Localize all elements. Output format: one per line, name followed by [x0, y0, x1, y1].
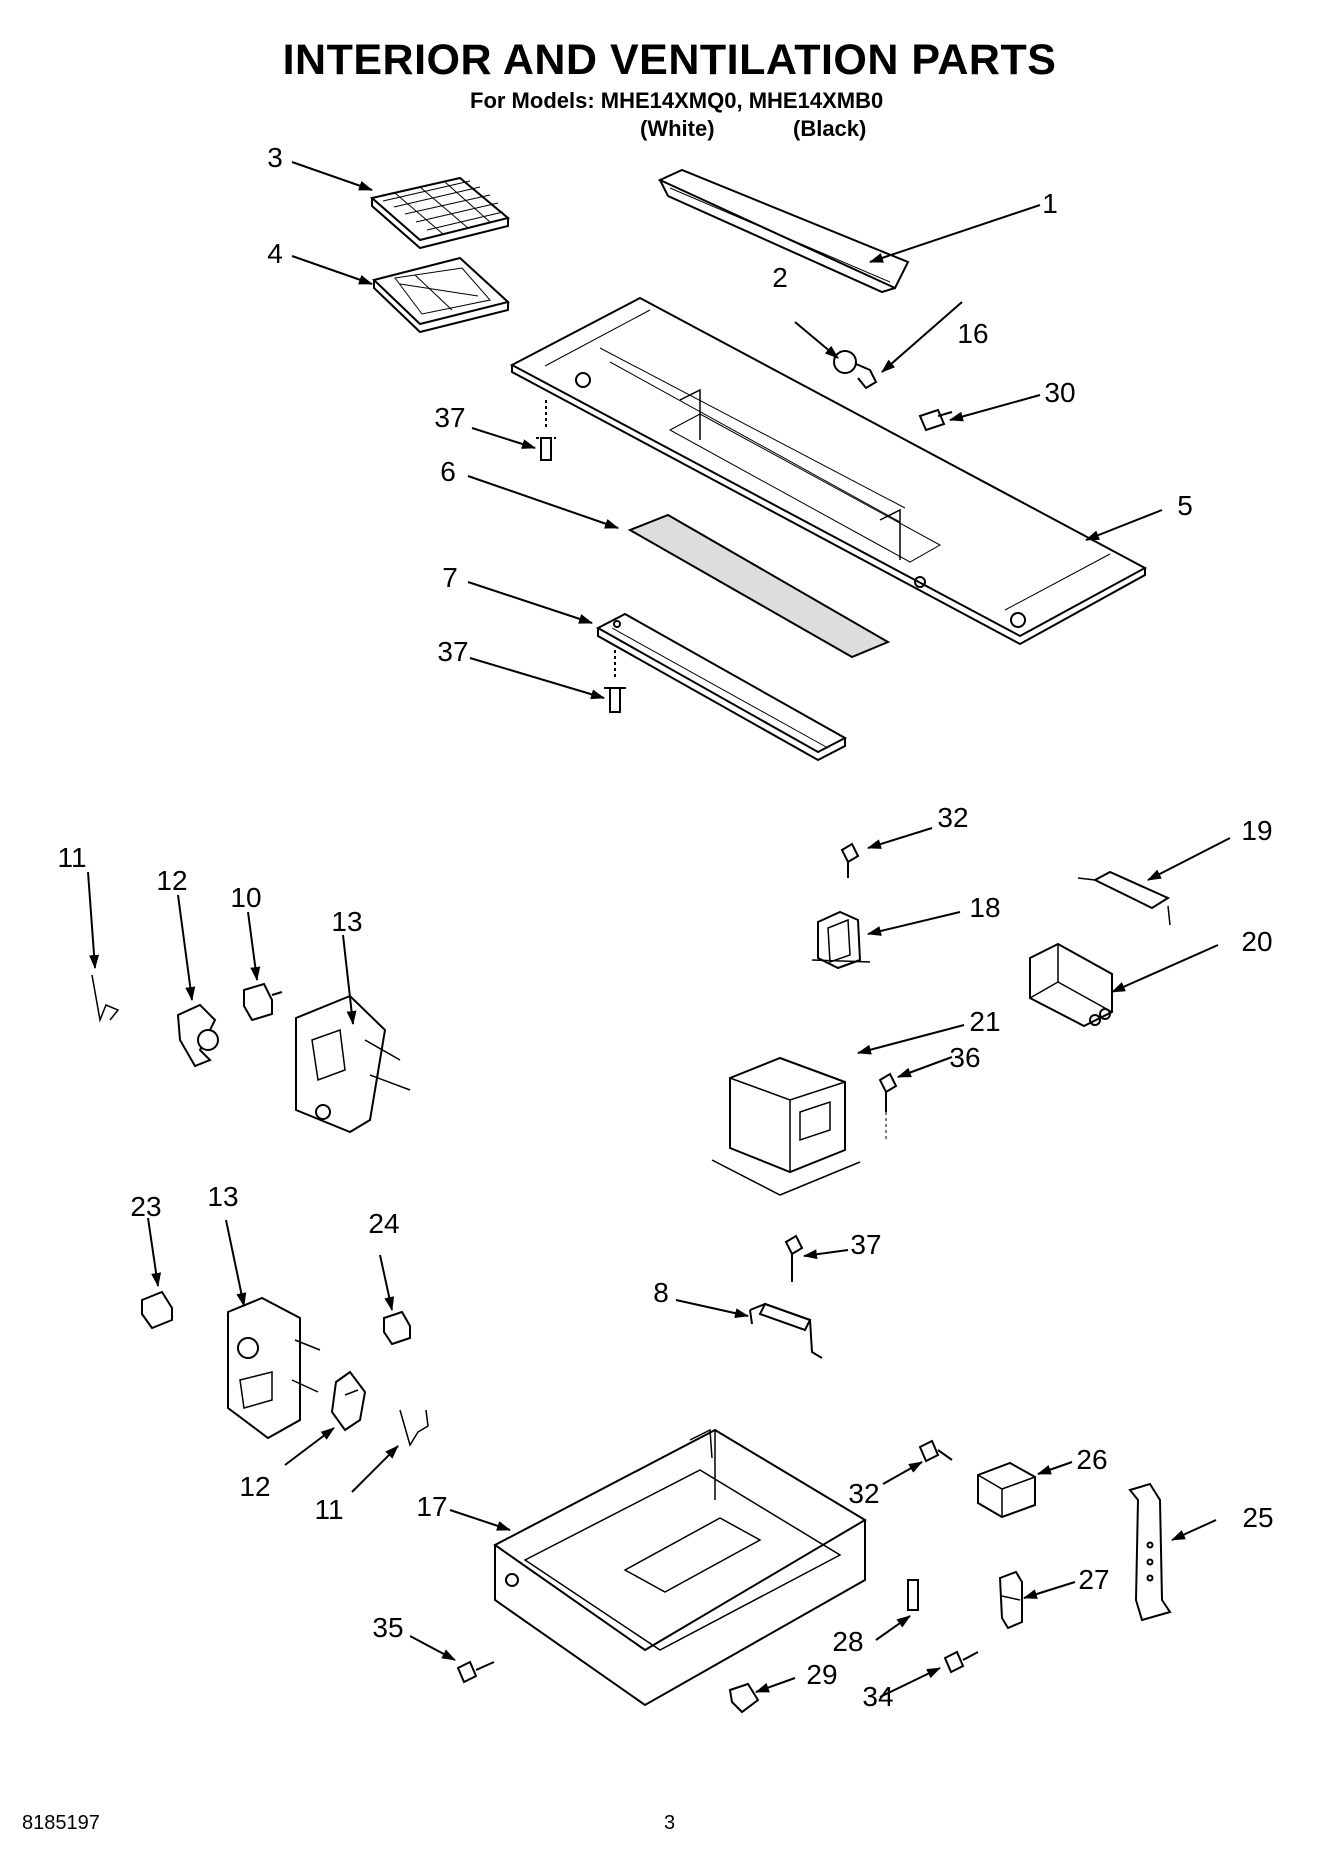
switch-part-23 [141, 1290, 173, 1330]
clip-part-27 [998, 1570, 1023, 1630]
callout-1: 1 [1042, 188, 1058, 219]
callout-10: 10 [230, 882, 262, 913]
leader-lines [87, 161, 1231, 1698]
variant-black-label: (Black) [793, 116, 867, 141]
callout-11-bottom: 11 [314, 1494, 344, 1525]
callout-7: 7 [442, 562, 458, 593]
callout-28: 28 [832, 1626, 864, 1657]
screw-part-32-bottom [918, 1439, 953, 1463]
callout-4: 4 [267, 238, 283, 269]
vent-plate-part-5 [509, 296, 1148, 646]
callout-20: 20 [1241, 926, 1273, 957]
bracket-part-25 [1128, 1482, 1172, 1622]
models-line: For Models: MHE14XMQ0, MHE14XMB0 [470, 88, 884, 113]
callout-5: 5 [1177, 490, 1193, 521]
callout-29: 29 [806, 1659, 838, 1690]
callout-32-top: 32 [937, 802, 969, 833]
screw-part-32-top [840, 842, 860, 878]
callout-12-bottom: 12 [239, 1471, 271, 1502]
callout-27: 27 [1078, 1564, 1110, 1595]
bracket-part-7 [595, 612, 848, 762]
spring-part-11-bottom [399, 1409, 429, 1447]
callout-13-top: 13 [331, 906, 363, 937]
callout-2: 2 [772, 262, 788, 293]
callout-17: 17 [416, 1491, 448, 1522]
grease-filter-part-3 [369, 176, 511, 250]
screw-part-35 [456, 1660, 495, 1684]
callout-3: 3 [267, 142, 283, 173]
callout-26: 26 [1076, 1444, 1108, 1475]
latch-part-12-bottom [330, 1370, 367, 1432]
callout-37-top: 37 [434, 402, 466, 433]
callout-32-bottom: 32 [848, 1478, 880, 1509]
callout-18: 18 [969, 892, 1001, 923]
callout-35: 35 [372, 1612, 404, 1643]
charcoal-filter-part-4 [372, 256, 511, 334]
latch-plate-part-13-bottom [227, 1296, 321, 1440]
screw-part-34 [943, 1650, 979, 1674]
callout-6: 6 [440, 456, 456, 487]
page-number: 3 [664, 1812, 676, 1834]
callout-24: 24 [368, 1208, 400, 1239]
screw-part-30 [918, 408, 953, 432]
bulb-part-2 [833, 350, 878, 390]
latch-part-12-top [176, 1003, 219, 1068]
screw-part-36 [878, 1072, 898, 1140]
callout-21: 21 [969, 1006, 1001, 1037]
bracket-part-18 [811, 910, 871, 970]
bracket-part-8 [749, 1302, 823, 1359]
clip-part-29 [728, 1682, 760, 1714]
callout-30: 30 [1044, 377, 1076, 408]
callout-23: 23 [130, 1191, 162, 1222]
screw-part-37-lower [784, 1234, 804, 1282]
callout-12-top: 12 [156, 865, 188, 896]
callout-25: 25 [1242, 1502, 1274, 1533]
base-tray-part-17 [493, 1428, 867, 1707]
callout-34: 34 [862, 1681, 894, 1712]
filter-strip-part-6 [627, 513, 891, 659]
callout-36: 36 [949, 1042, 981, 1073]
spring-part-11-top [91, 974, 120, 1023]
screw-part-37-middle [604, 650, 626, 713]
callout-37-lower: 37 [850, 1229, 882, 1260]
fuse-holder-part-26 [977, 1461, 1036, 1519]
fuse-part-28 [907, 1579, 919, 1611]
switch-part-24 [383, 1310, 411, 1346]
callout-11-top: 11 [57, 842, 87, 873]
document-number: 8185197 [22, 1812, 100, 1834]
callout-16: 16 [957, 318, 989, 349]
vent-grille-part-1 [657, 168, 910, 294]
diode-part-19 [1077, 870, 1171, 926]
transformer-part-21 [711, 1056, 861, 1196]
variant-white-label: (White) [640, 116, 715, 141]
callout-37-middle: 37 [437, 636, 469, 667]
switch-part-10 [243, 982, 283, 1022]
screw-part-37-top [536, 400, 556, 461]
page-title: INTERIOR AND VENTILATION PARTS [282, 36, 1057, 84]
latch-plate-part-13-top [295, 994, 411, 1134]
callout-19: 19 [1241, 815, 1273, 846]
callout-8: 8 [653, 1277, 669, 1308]
callout-13-bottom: 13 [207, 1181, 239, 1212]
capacitor-part-20 [1029, 942, 1113, 1028]
